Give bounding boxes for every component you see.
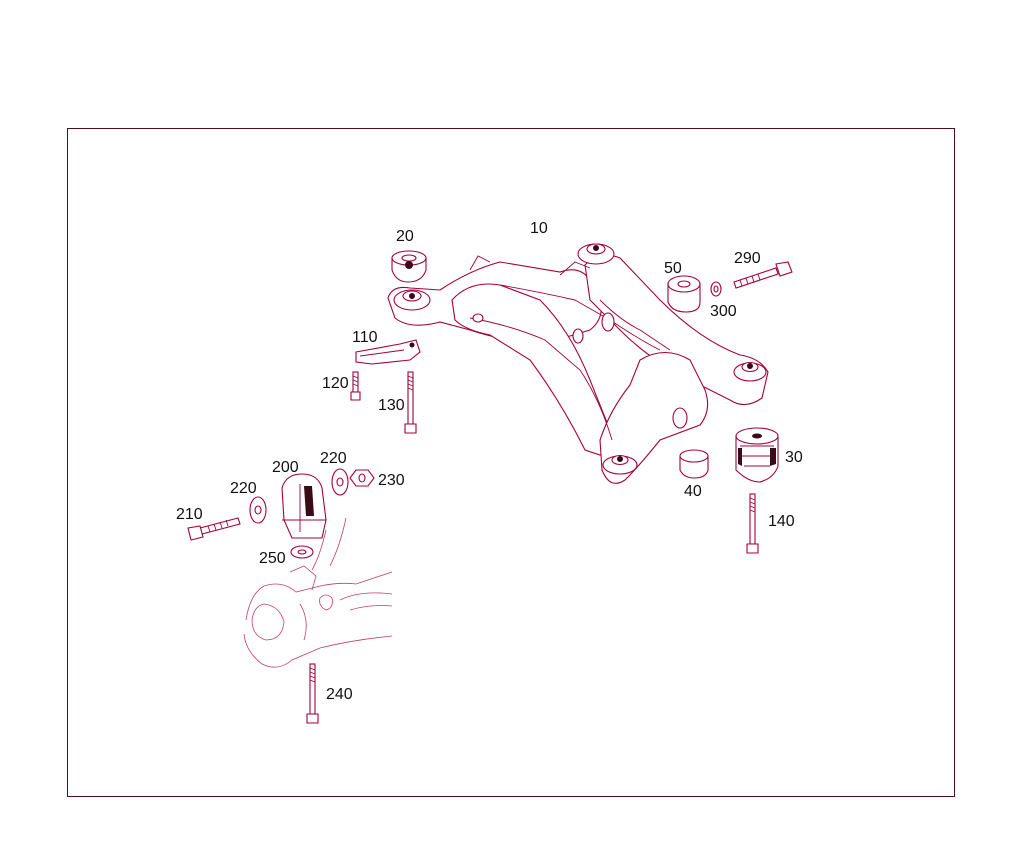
bolt-130[interactable] <box>404 371 417 434</box>
mount-200[interactable] <box>281 473 327 539</box>
bushing-40[interactable] <box>679 449 709 479</box>
callout-20: 20 <box>396 228 414 245</box>
callout-300: 300 <box>710 303 737 320</box>
callout-50: 50 <box>664 260 682 277</box>
bolt-240[interactable] <box>306 663 319 724</box>
callout-200: 200 <box>272 459 299 476</box>
diagram-frame <box>67 128 955 797</box>
callout-250: 250 <box>259 550 286 567</box>
washer-220-upper[interactable] <box>331 468 349 496</box>
callout-120: 120 <box>322 375 349 392</box>
bushing-50[interactable] <box>667 275 701 313</box>
callout-110: 110 <box>352 329 378 346</box>
callout-220-lower: 220 <box>230 480 257 497</box>
mount-30[interactable] <box>735 427 779 483</box>
callout-130: 130 <box>378 397 405 414</box>
callout-140: 140 <box>768 513 795 530</box>
bushing-20[interactable] <box>391 250 427 283</box>
callout-210: 210 <box>176 506 203 523</box>
bolt-290[interactable] <box>733 261 793 289</box>
callout-220-upper: 220 <box>320 450 347 467</box>
callout-230: 230 <box>378 472 405 489</box>
washer-220-lower[interactable] <box>249 496 267 524</box>
callout-10: 10 <box>530 220 548 237</box>
bolt-120[interactable] <box>350 371 361 401</box>
washer-250[interactable] <box>290 545 314 559</box>
callout-40: 40 <box>684 483 702 500</box>
differential-housing <box>243 517 393 668</box>
bolt-140[interactable] <box>746 493 759 554</box>
rear-subframe[interactable] <box>387 243 769 484</box>
bracket-110[interactable] <box>355 339 421 365</box>
bolt-210[interactable] <box>187 517 241 541</box>
callout-240: 240 <box>326 686 353 703</box>
nut-230[interactable] <box>349 469 375 487</box>
callout-290: 290 <box>734 250 761 267</box>
callout-30: 30 <box>785 449 803 466</box>
washer-300[interactable] <box>710 281 722 297</box>
